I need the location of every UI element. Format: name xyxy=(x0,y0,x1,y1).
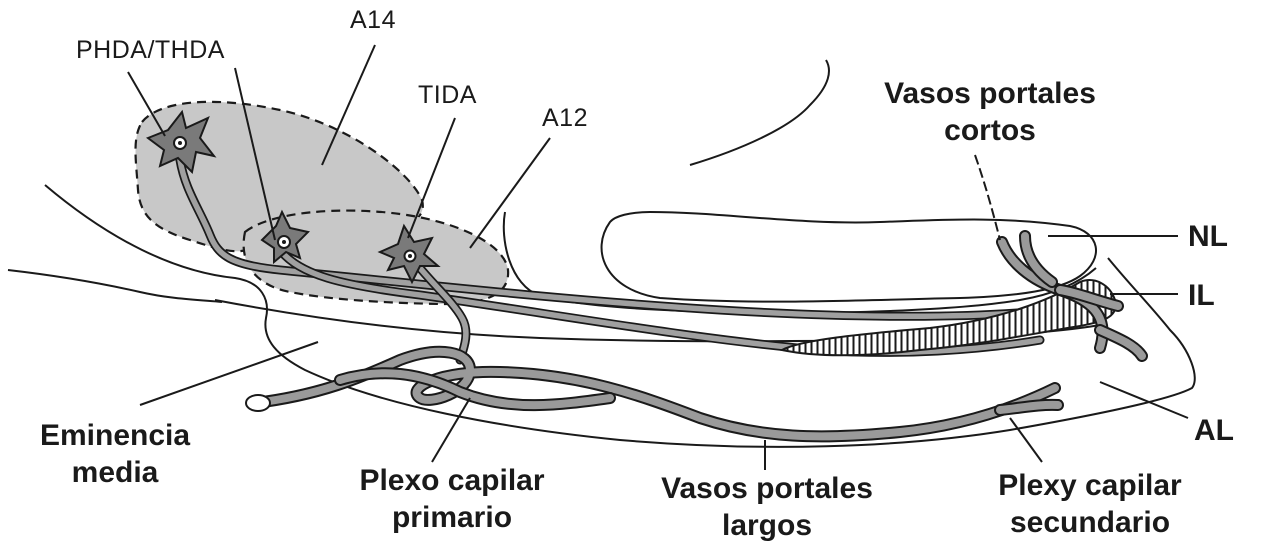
label-al: AL xyxy=(1194,414,1234,447)
label-phda-thda: PHDA/THDA xyxy=(76,36,225,64)
label-a14: A14 xyxy=(350,6,396,34)
label-vasos-portales-cortos-line2: cortos xyxy=(944,114,1036,147)
leader-al xyxy=(1100,382,1188,418)
label-eminencia-line1: Eminencia xyxy=(40,419,190,452)
label-il: IL xyxy=(1188,279,1215,312)
label-plexy-secundario-line2: secundario xyxy=(1010,506,1170,539)
label-vasos-portales-cortos-line1: Vasos portales xyxy=(884,77,1096,110)
short-portal-vessels xyxy=(1002,236,1142,356)
optic-chiasm-outline xyxy=(690,60,829,165)
leader-plexo-primario xyxy=(432,398,470,462)
leader-vasos-cortos xyxy=(975,155,1000,240)
neural-lobe-outline xyxy=(602,212,1096,302)
label-plexo-primario-line1: Plexo capilar xyxy=(359,464,544,497)
label-a12: A12 xyxy=(542,104,588,132)
labels: PHDA/THDA A14 TIDA A12 Vasos portales co… xyxy=(40,6,1234,542)
label-vasos-largos-line1: Vasos portales xyxy=(661,472,873,505)
label-tida: TIDA xyxy=(418,81,477,109)
label-nl: NL xyxy=(1188,220,1228,253)
hypothalamus-lower-outline xyxy=(8,270,222,302)
label-plexo-primario-line2: primario xyxy=(392,501,512,534)
leader-a12 xyxy=(470,138,550,248)
label-vasos-largos-line2: largos xyxy=(722,509,812,542)
label-eminencia-line2: media xyxy=(72,456,159,489)
label-plexy-secundario-line1: Plexy capilar xyxy=(998,469,1182,502)
